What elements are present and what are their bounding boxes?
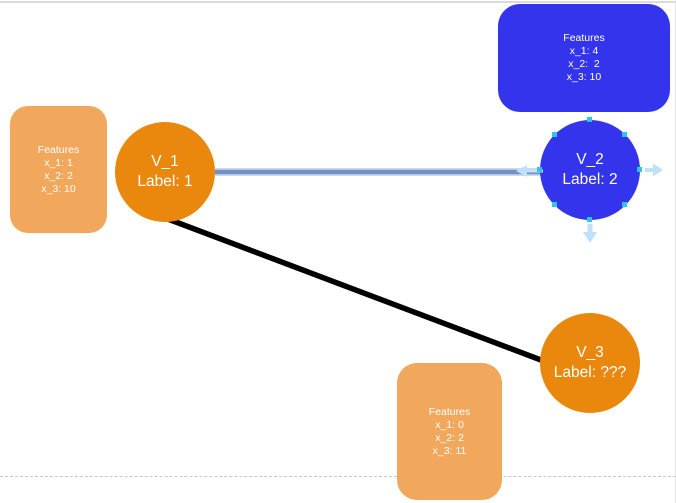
page-boundary-dashed [0, 476, 676, 477]
selection-handle-e[interactable] [637, 167, 642, 172]
feature-box-title: Features [428, 405, 471, 418]
feature-value: x_3: 10 [41, 182, 76, 195]
node-label: Label: 1 [137, 173, 193, 190]
node-name: V_2 [576, 151, 604, 168]
feature-value: x_2: 2 [435, 431, 464, 444]
node-v1[interactable]: V_1 Label: 1 [115, 122, 215, 222]
feature-value: x_1: 1 [44, 156, 73, 169]
feature-value: x_1: 0 [435, 418, 464, 431]
selection-handle-n[interactable] [587, 117, 592, 122]
feature-box-v3[interactable]: Features x_1: 0 x_2: 2 x_3: 11 [397, 363, 502, 500]
node-label: Label: 2 [562, 171, 618, 188]
node-name: V_1 [151, 153, 179, 170]
selection-handle-nw[interactable] [552, 132, 557, 137]
selection-handle-ne[interactable] [622, 132, 627, 137]
feature-box-v2[interactable]: Features x_1: 4 x_2: 2 x_3: 10 [498, 4, 670, 112]
selection-handle-w[interactable] [537, 167, 542, 172]
selection-handle-s[interactable] [587, 217, 592, 222]
feature-value: x_3: 10 [566, 71, 602, 83]
feature-value: x_3: 11 [432, 444, 467, 457]
feature-box-title: Features [37, 143, 80, 156]
page-boundary-top [0, 1, 676, 3]
node-name: V_3 [576, 344, 604, 361]
node-v3[interactable]: V_3 Label: ??? [540, 313, 640, 413]
feature-value: x_2: 2 [44, 169, 73, 182]
edge-v1-v3[interactable] [159, 213, 542, 363]
selection-handle-se[interactable] [622, 202, 627, 207]
feature-box-title: Features [563, 32, 605, 44]
node-label: Label: ??? [553, 364, 627, 381]
feature-value: x_2: 2 [568, 58, 600, 70]
feature-value: x_1: 4 [569, 45, 599, 57]
selection-handle-sw[interactable] [552, 202, 557, 207]
feature-box-v1[interactable]: Features x_1: 1 x_2: 2 x_3: 10 [10, 106, 107, 233]
